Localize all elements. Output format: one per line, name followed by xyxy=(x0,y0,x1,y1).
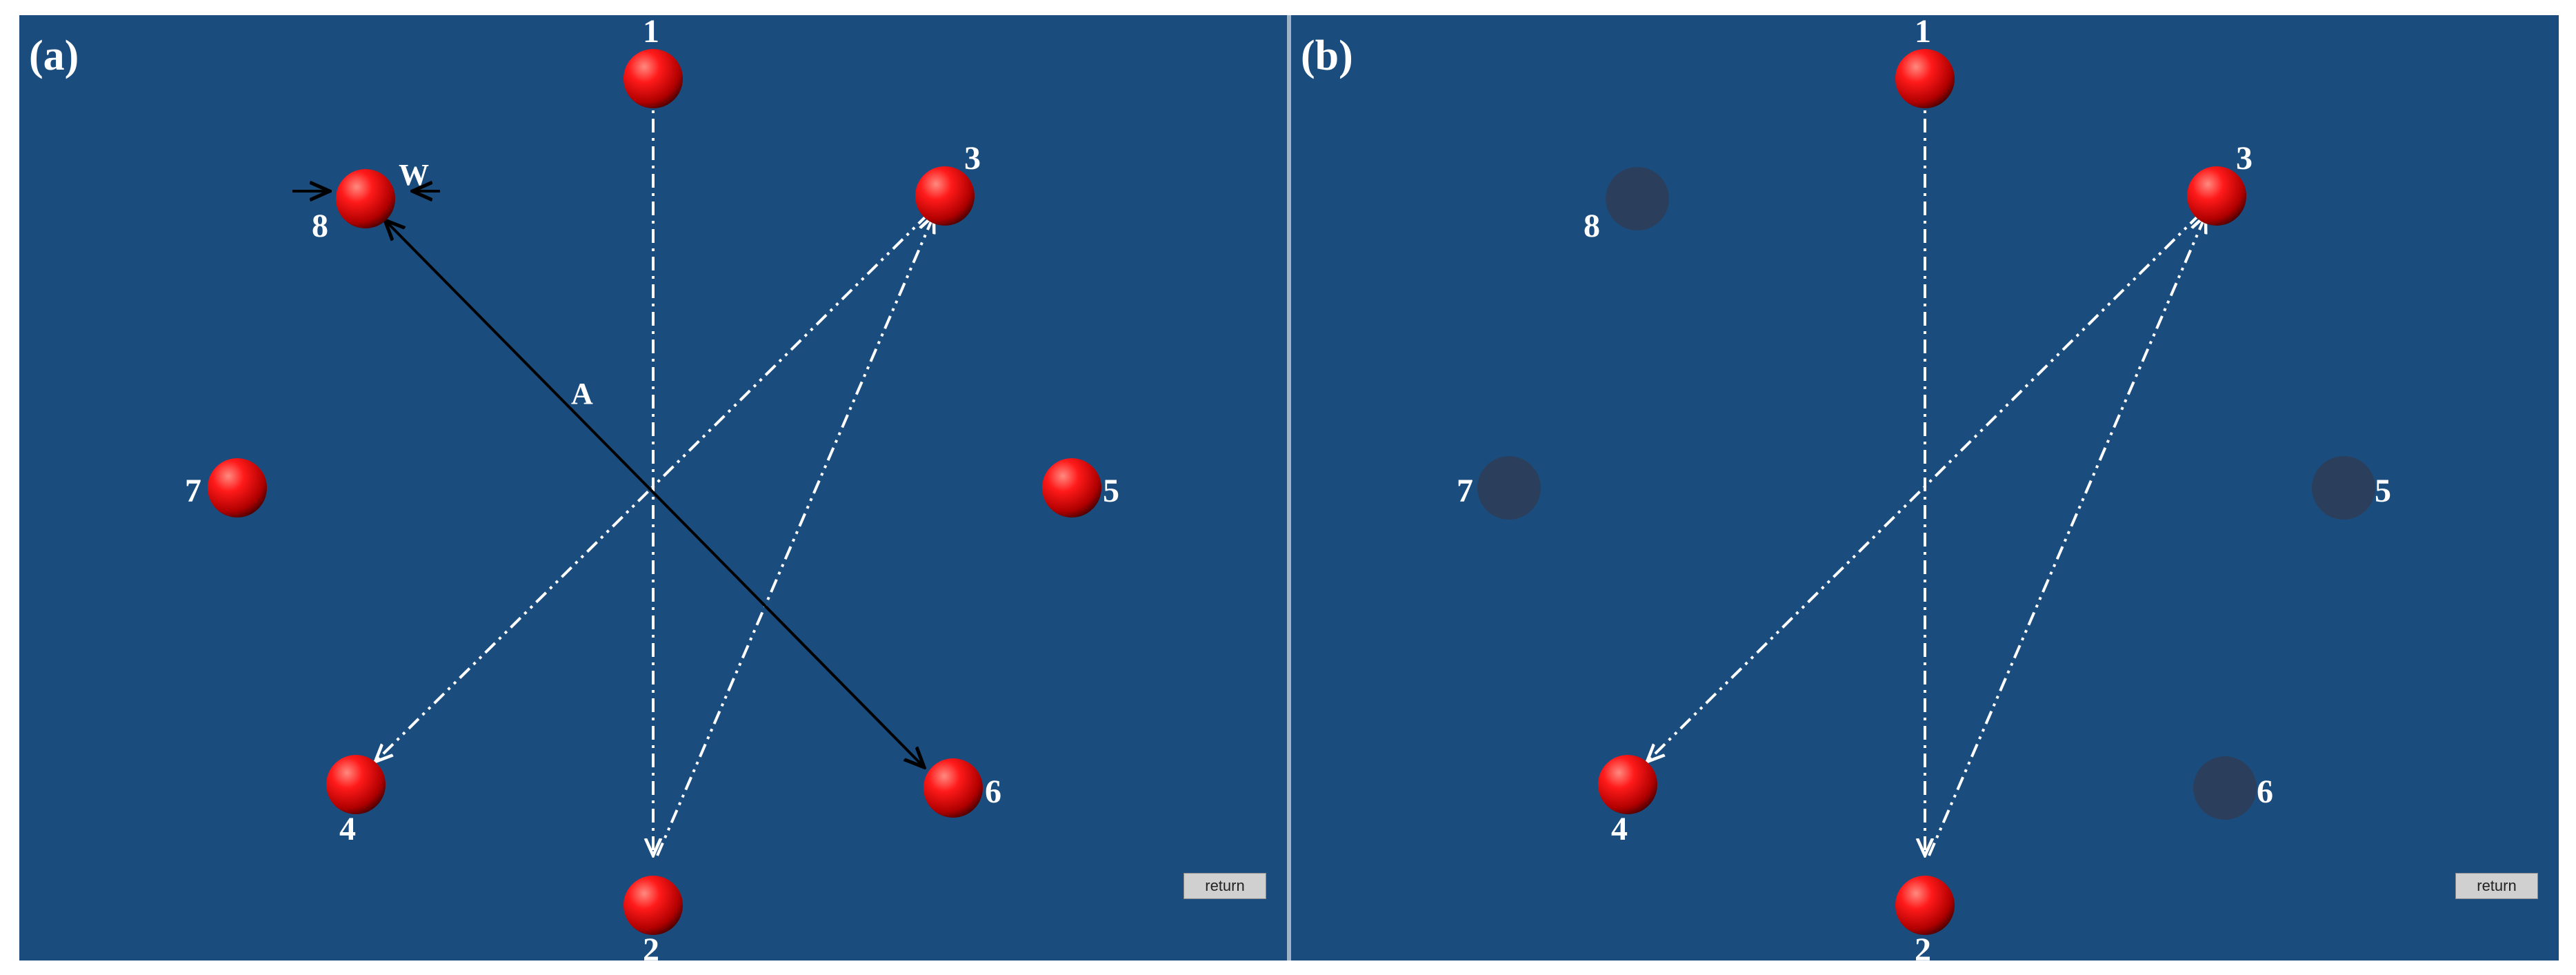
target-4[interactable] xyxy=(1598,755,1657,814)
path-2-to-3 xyxy=(1928,215,2206,856)
target-8-inactive xyxy=(1606,167,1669,230)
panel-b-canvas xyxy=(1477,49,2375,935)
target-label-1: 1 xyxy=(643,15,659,50)
panel-label: (a) xyxy=(29,32,79,79)
amplitude-line xyxy=(385,220,924,767)
target-label-5: 5 xyxy=(2375,473,2391,509)
target-label-6: 6 xyxy=(2257,774,2273,810)
target-label-8: 8 xyxy=(312,208,328,244)
panel-a: (a) 1 2 3 4 5 6 7 8 W A return xyxy=(19,15,1287,961)
target-label-2: 2 xyxy=(643,932,659,961)
target-6[interactable] xyxy=(923,758,983,818)
target-label-3: 3 xyxy=(2236,140,2253,177)
panel-a-canvas xyxy=(208,49,1101,935)
target-7-inactive xyxy=(1477,456,1541,520)
amplitude-label: A xyxy=(571,377,593,411)
target-3[interactable] xyxy=(915,166,975,226)
width-label: W xyxy=(399,158,429,192)
target-6-inactive xyxy=(2193,756,2257,820)
target-7[interactable] xyxy=(208,458,267,518)
target-5-inactive xyxy=(2312,456,2375,520)
path-2-to-3 xyxy=(656,215,934,856)
target-3[interactable] xyxy=(2187,166,2246,226)
target-label-3: 3 xyxy=(964,140,981,177)
target-1[interactable] xyxy=(623,49,683,108)
target-label-2: 2 xyxy=(1915,932,1931,961)
target-1[interactable] xyxy=(1895,49,1955,108)
return-button[interactable]: return xyxy=(1184,873,1266,899)
target-label-8: 8 xyxy=(1584,208,1600,244)
panel-label: (b) xyxy=(1301,32,1353,79)
target-label-5: 5 xyxy=(1103,473,1119,509)
panel-divider xyxy=(1287,15,1291,961)
return-button[interactable]: return xyxy=(2455,873,2538,899)
target-4[interactable] xyxy=(326,755,386,814)
panel-b: (b) 1 2 3 4 5 6 7 8 return xyxy=(1291,15,2559,961)
target-label-4: 4 xyxy=(1611,811,1628,847)
target-label-6: 6 xyxy=(985,774,1001,810)
target-2[interactable] xyxy=(623,876,683,935)
target-5[interactable] xyxy=(1042,458,1101,518)
target-label-1: 1 xyxy=(1915,15,1931,50)
target-label-4: 4 xyxy=(339,811,356,847)
path-3-to-4 xyxy=(1647,213,2201,762)
target-8[interactable] xyxy=(336,169,395,228)
target-2[interactable] xyxy=(1895,876,1955,935)
target-label-7: 7 xyxy=(1457,473,1473,509)
target-label-7: 7 xyxy=(185,473,201,509)
